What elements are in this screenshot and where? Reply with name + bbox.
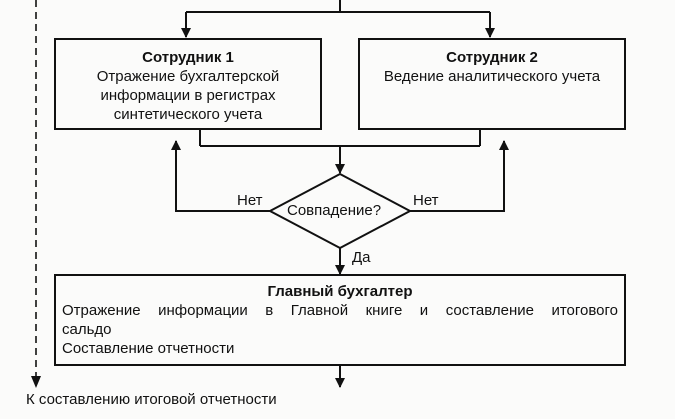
employee1-line-1: Отражение бухгалтерской <box>96 68 280 85</box>
chief-title: Главный бухгалтер <box>267 283 413 300</box>
employee1-line-2: информации в регистрах <box>100 87 276 104</box>
chief-line-3: Составление отчетности <box>62 340 235 357</box>
employee2-box: Сотрудник 2 Ведение аналитического учета <box>358 38 626 130</box>
chief-accountant-box: Главный бухгалтер Отражение информации в… <box>54 274 626 366</box>
chief-line-2: сальдо <box>62 321 112 338</box>
decision-label: Совпадение? <box>287 202 382 219</box>
chief-line-1: Отражение информации в Главной книге и с… <box>62 302 618 319</box>
employee2-title: Сотрудник 2 <box>446 49 538 66</box>
employee1-box: Сотрудник 1 Отражение бухгалтерской инфо… <box>54 38 322 130</box>
no-left-label: Нет <box>237 192 263 209</box>
no-right-feedback-line <box>410 140 509 212</box>
yes-label: Да <box>352 249 371 266</box>
employee1-title: Сотрудник 1 <box>142 49 234 66</box>
footer-note: К составлению итоговой отчетности <box>26 391 277 408</box>
employee2-line-1: Ведение аналитического учета <box>383 68 601 85</box>
no-right-label: Нет <box>413 192 439 209</box>
no-left-feedback-line <box>171 140 270 212</box>
employee1-line-3: синтетического учета <box>113 106 263 123</box>
dashed-report-arrowhead <box>31 376 41 388</box>
